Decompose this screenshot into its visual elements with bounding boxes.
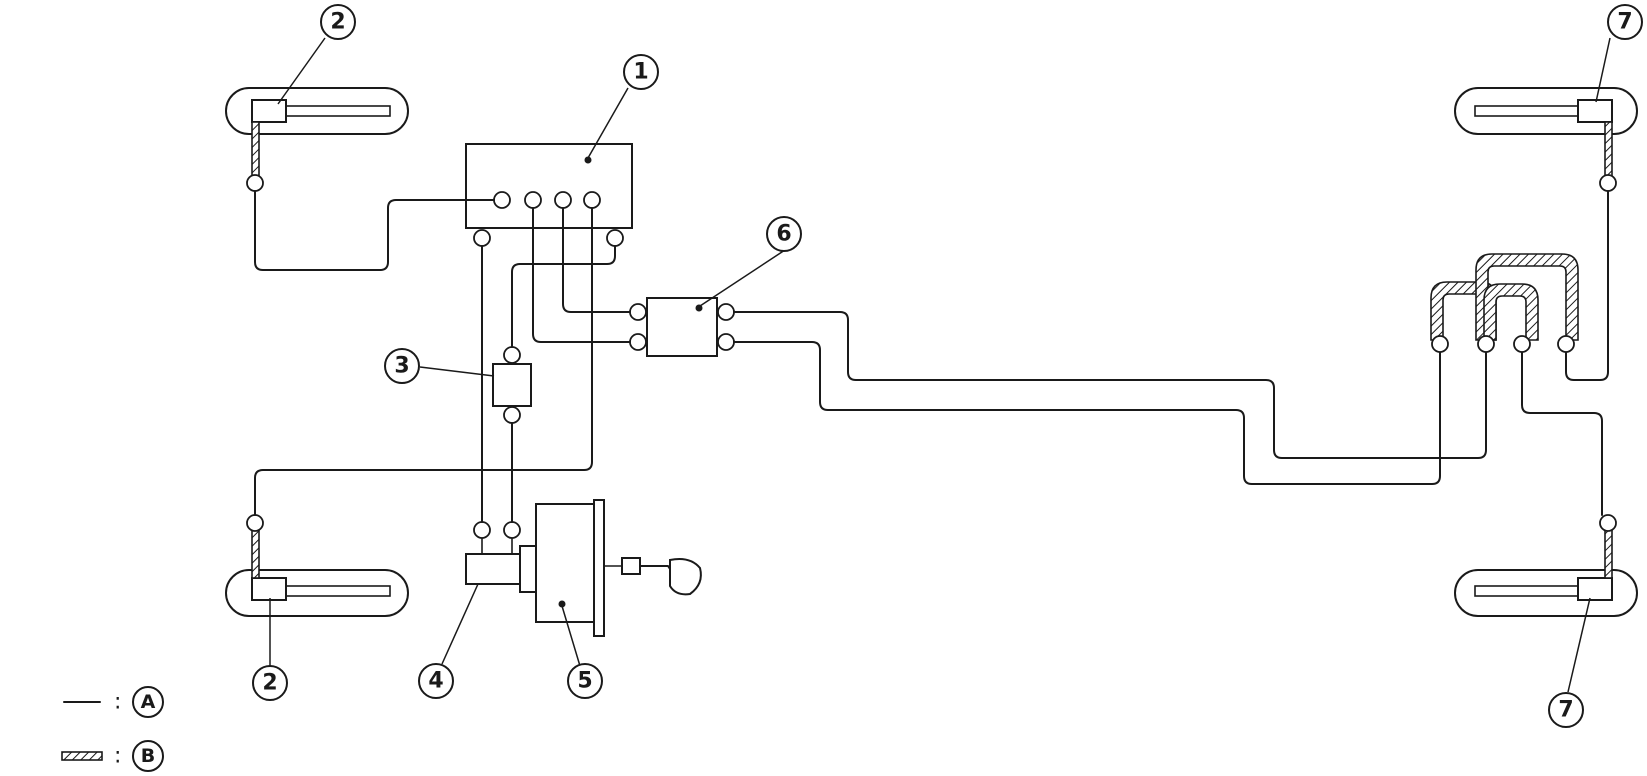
- marker-dot: [558, 600, 566, 608]
- hose-joint: [246, 514, 264, 532]
- legend-line-entry: : A: [63, 686, 164, 718]
- callout-7-bottom-label: 7: [1558, 698, 1573, 723]
- port: [629, 303, 647, 321]
- brake-pedal: [669, 558, 702, 596]
- line-front-left: [254, 190, 495, 271]
- legend-line-key: A: [141, 691, 156, 713]
- leader-5: [561, 605, 581, 667]
- port: [1477, 335, 1495, 353]
- port: [606, 229, 624, 247]
- callout-7-bottom: 7: [1548, 692, 1584, 728]
- leader-3: [419, 366, 495, 377]
- master-cylinder-body: [465, 553, 521, 585]
- port: [493, 191, 511, 209]
- flex-hose: [251, 121, 260, 179]
- line-hu-to-pv-2: [532, 207, 631, 343]
- callout-2-bottom-label: 2: [262, 671, 277, 696]
- port: [629, 333, 647, 351]
- rear-left-brake: [1454, 87, 1638, 192]
- caliper: [1577, 99, 1613, 123]
- port: [503, 346, 521, 364]
- legend-separator: :: [114, 744, 121, 769]
- callout-5-label: 5: [577, 669, 592, 694]
- callout-7-top-label: 7: [1617, 10, 1632, 35]
- hydraulic-unit: [465, 143, 633, 247]
- flex-hose-loop: [1483, 283, 1539, 341]
- caliper: [251, 99, 287, 123]
- port: [1431, 335, 1449, 353]
- legend-hatch-entry: : B: [61, 740, 164, 772]
- brake-lines: [254, 190, 1609, 523]
- master-cylinder: [465, 521, 537, 593]
- booster-plate: [593, 499, 605, 637]
- callout-5: 5: [567, 663, 603, 699]
- legend-separator: :: [114, 690, 121, 715]
- callout-7-top: 7: [1607, 4, 1643, 40]
- valve-body: [646, 297, 718, 357]
- line-hu-to-pv-1: [562, 207, 631, 313]
- rear-junction: [1430, 253, 1579, 353]
- hydraulic-unit-body: [465, 143, 633, 229]
- caliper: [1577, 577, 1613, 601]
- port: [1513, 335, 1531, 353]
- leader-4: [441, 583, 479, 665]
- callout-4-label: 4: [428, 669, 443, 694]
- brake-booster: [535, 499, 702, 637]
- callout-1-label: 1: [633, 60, 648, 85]
- line-front-right: [254, 207, 593, 516]
- valve-body: [492, 363, 532, 407]
- flex-hose: [251, 527, 260, 579]
- leader-7-top: [1595, 37, 1611, 103]
- pedal-arm: [639, 565, 673, 573]
- leader-lines: [269, 37, 1611, 693]
- port: [503, 406, 521, 424]
- flex-hose: [1604, 527, 1613, 579]
- callout-2-top-label: 2: [330, 10, 345, 35]
- master-cylinder-flange: [519, 545, 537, 593]
- legend-hatch-swatch: [61, 751, 103, 761]
- leader-2-top: [277, 37, 326, 105]
- hose-joint: [1599, 174, 1617, 192]
- line-rear-2: [733, 341, 1441, 485]
- caliper: [251, 577, 287, 601]
- marker-dot: [584, 156, 592, 164]
- port: [583, 191, 601, 209]
- callout-6-label: 6: [776, 222, 791, 247]
- port: [717, 333, 735, 351]
- callout-1: 1: [623, 54, 659, 90]
- clevis: [621, 557, 641, 575]
- leader-1: [587, 87, 629, 159]
- port: [524, 191, 542, 209]
- callout-4: 4: [418, 663, 454, 699]
- callout-3: 3: [384, 348, 420, 384]
- hose-joint: [246, 174, 264, 192]
- front-right-brake: [225, 514, 409, 617]
- callout-2-top: 2: [320, 4, 356, 40]
- leader-7-bottom: [1567, 597, 1591, 693]
- hose-joint: [1599, 514, 1617, 532]
- callout-2-bottom: 2: [252, 665, 288, 701]
- legend: : A : B: [61, 686, 164, 772]
- callout-3-label: 3: [394, 354, 409, 379]
- port: [1557, 335, 1575, 353]
- line-rear-right-wheel: [1521, 351, 1603, 516]
- legend-hatch-key: B: [141, 745, 155, 767]
- port: [717, 303, 735, 321]
- valve-unit: [492, 346, 532, 424]
- proportioning-valve: [629, 297, 735, 357]
- flex-hose: [1604, 121, 1613, 179]
- leader-6: [699, 247, 789, 307]
- line-rear-1: [733, 311, 1487, 459]
- port: [473, 521, 491, 539]
- rear-right-brake: [1454, 514, 1638, 617]
- port: [503, 521, 521, 539]
- port: [554, 191, 572, 209]
- callout-6: 6: [766, 216, 802, 252]
- port: [473, 229, 491, 247]
- line-rear-left-wheel: [1565, 190, 1609, 381]
- front-left-brake: [225, 87, 409, 192]
